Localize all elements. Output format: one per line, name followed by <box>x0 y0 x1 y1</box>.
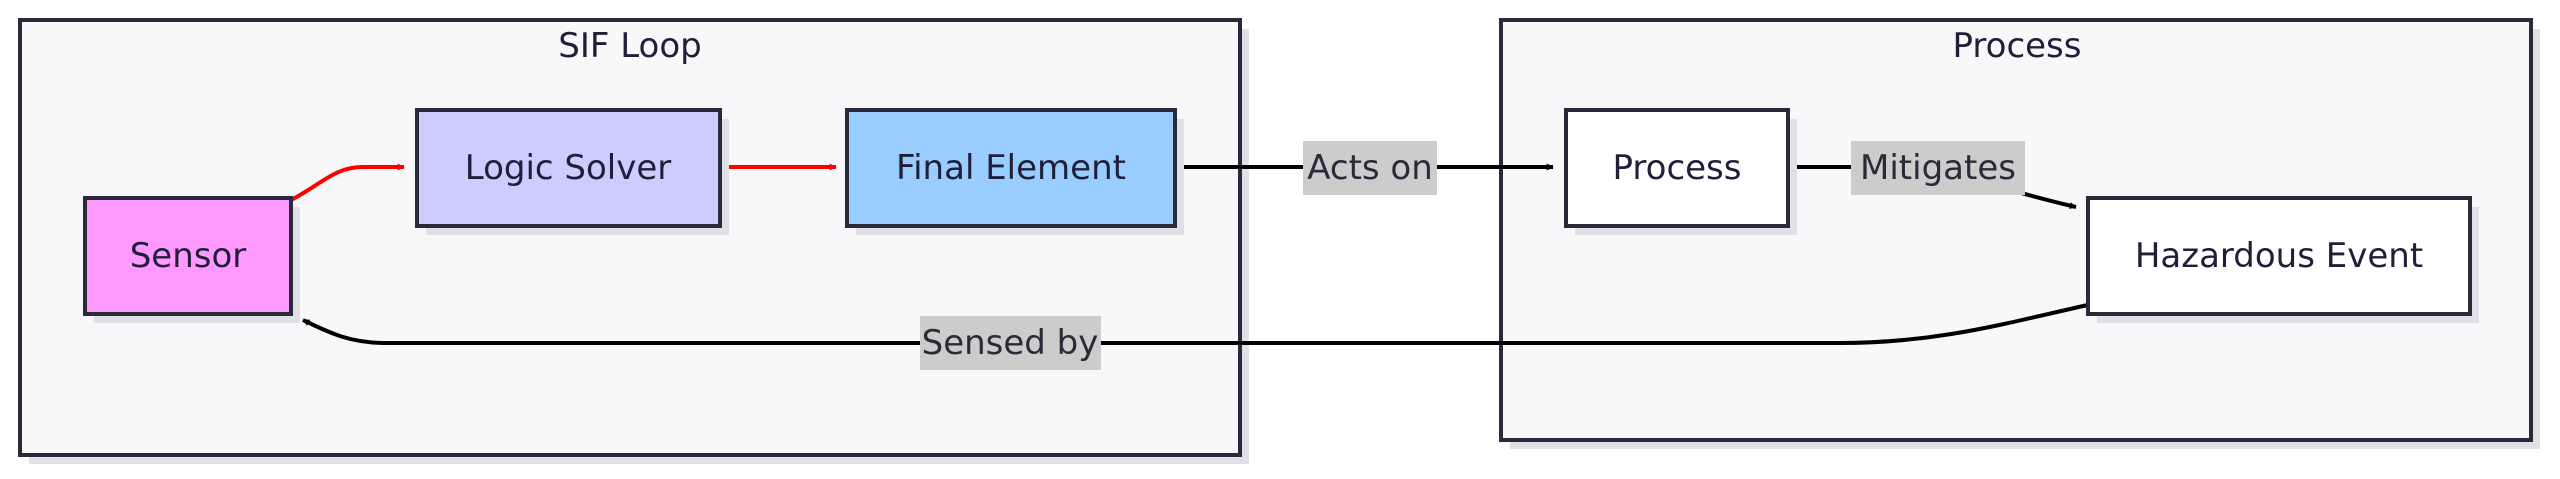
node-label: Hazardous Event <box>2135 236 2423 276</box>
edge-label-bg <box>920 316 1101 370</box>
node-hazardous-event[interactable]: Hazardous Event <box>2086 196 2479 323</box>
edge-label-mitigates: Mitigates <box>1851 141 2025 195</box>
edge-label-text: Sensed by <box>922 323 1099 363</box>
cluster-title-process: Process <box>1953 26 2082 66</box>
edge-hazardous-event-to-sensor <box>302 303 2089 345</box>
node-final-element[interactable]: Final Element <box>845 108 1184 235</box>
node-box <box>83 196 293 316</box>
node-logic-solver[interactable]: Logic Solver <box>415 108 729 235</box>
node-box <box>2086 196 2472 316</box>
edge-label-bg <box>1851 141 2025 195</box>
cluster-title-sif-loop: SIF Loop <box>558 26 702 66</box>
node-sensor[interactable]: Sensor <box>83 196 300 323</box>
edge-label-text: Mitigates <box>1860 148 2016 188</box>
cluster-sif-loop: SIF Loop <box>18 18 1249 464</box>
node-label: Process <box>1613 148 1742 188</box>
edge-label-text: Acts on <box>1307 148 1433 188</box>
node-label: Sensor <box>130 236 247 276</box>
node-box <box>1564 108 1790 228</box>
node-box <box>845 108 1177 228</box>
node-box <box>415 108 722 228</box>
node-process[interactable]: Process <box>1564 108 1797 235</box>
edge-sensor-to-logic-solver <box>290 163 405 202</box>
edge-label-sensed-by: Sensed by <box>920 316 1101 370</box>
node-label: Final Element <box>896 148 1126 188</box>
edge-label-acts-on: Acts on <box>1303 141 1437 195</box>
edge-label-bg <box>1303 141 1437 195</box>
node-label: Logic Solver <box>465 148 672 188</box>
